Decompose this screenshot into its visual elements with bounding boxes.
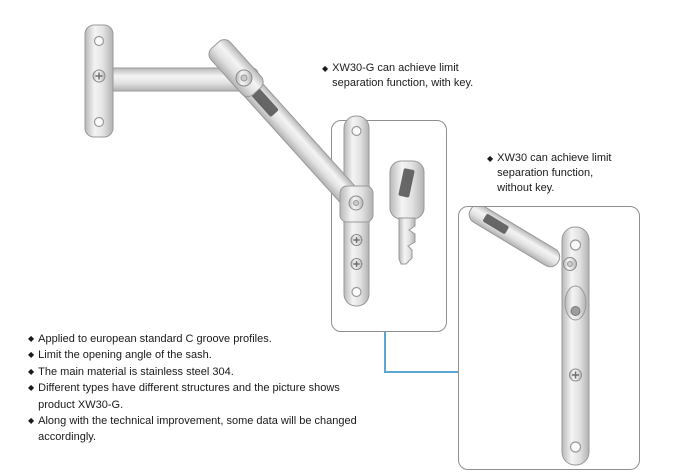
feature-text: Limit the opening angle of the sash. <box>38 349 212 362</box>
bar-part-box <box>458 206 640 470</box>
main-product-image <box>84 24 374 307</box>
connector-line-vertical <box>384 332 386 373</box>
slider-rivet <box>348 195 364 211</box>
lock-dome <box>564 285 587 321</box>
key-stem <box>398 217 416 265</box>
feature-list: ◆ Applied to european standard C groove … <box>28 331 363 446</box>
track-bar <box>561 226 590 466</box>
feature-text: Along with the technical improvement, so… <box>38 415 357 444</box>
engraved-marking <box>398 168 415 198</box>
connector-line-horizontal <box>384 371 460 373</box>
feature-item: ◆ The main material is stainless steel 3… <box>28 364 363 380</box>
feature-item: ◆ Different types have different structu… <box>28 380 363 413</box>
diamond-bullet-icon: ◆ <box>28 334 35 343</box>
mounting-hole <box>93 116 105 128</box>
diamond-bullet-icon: ◆ <box>28 416 35 426</box>
mounting-hole <box>93 35 105 47</box>
mounting-hole <box>569 239 582 251</box>
lock-hole <box>570 306 581 316</box>
engraved-marking <box>251 88 279 117</box>
engraved-marking <box>483 214 509 234</box>
diagonal-arm <box>468 207 561 268</box>
feature-item: ◆ Applied to european standard C groove … <box>28 331 363 347</box>
feature-item: ◆ Along with the technical improvement, … <box>28 413 363 446</box>
screw-icon <box>569 368 582 382</box>
diamond-bullet-icon: ◆ <box>487 154 494 163</box>
pivot-rivet <box>563 257 577 271</box>
callout-without-key: ◆ XW30 can achieve limit separation func… <box>487 151 623 196</box>
diamond-bullet-icon: ◆ <box>28 383 35 393</box>
mounting-hole <box>351 286 362 298</box>
key-part-image <box>389 160 425 265</box>
diamond-bullet-icon: ◆ <box>28 350 35 360</box>
diamond-bullet-icon: ◆ <box>322 64 329 73</box>
callout-with-key-text: XW30-G can achieve limit separation func… <box>332 62 474 89</box>
feature-text: The main material is stainless steel 304… <box>38 365 234 378</box>
callout-with-key: ◆ XW30-G can achieve limit separation fu… <box>322 61 484 91</box>
mounting-hole <box>351 125 362 137</box>
callout-without-key-text: XW30 can achieve limit separation functi… <box>497 152 612 194</box>
pivot-rivet <box>235 69 253 87</box>
feature-text: Applied to european standard C groove pr… <box>38 333 272 345</box>
bar-part-image <box>468 207 590 466</box>
screw-icon <box>92 69 106 83</box>
screw-icon <box>350 234 363 246</box>
feature-item: ◆ Limit the opening angle of the sash. <box>28 347 363 363</box>
feature-text: Different types have different structure… <box>38 382 340 411</box>
screw-icon <box>350 258 363 270</box>
mounting-hole <box>569 441 582 453</box>
diamond-bullet-icon: ◆ <box>28 366 35 376</box>
